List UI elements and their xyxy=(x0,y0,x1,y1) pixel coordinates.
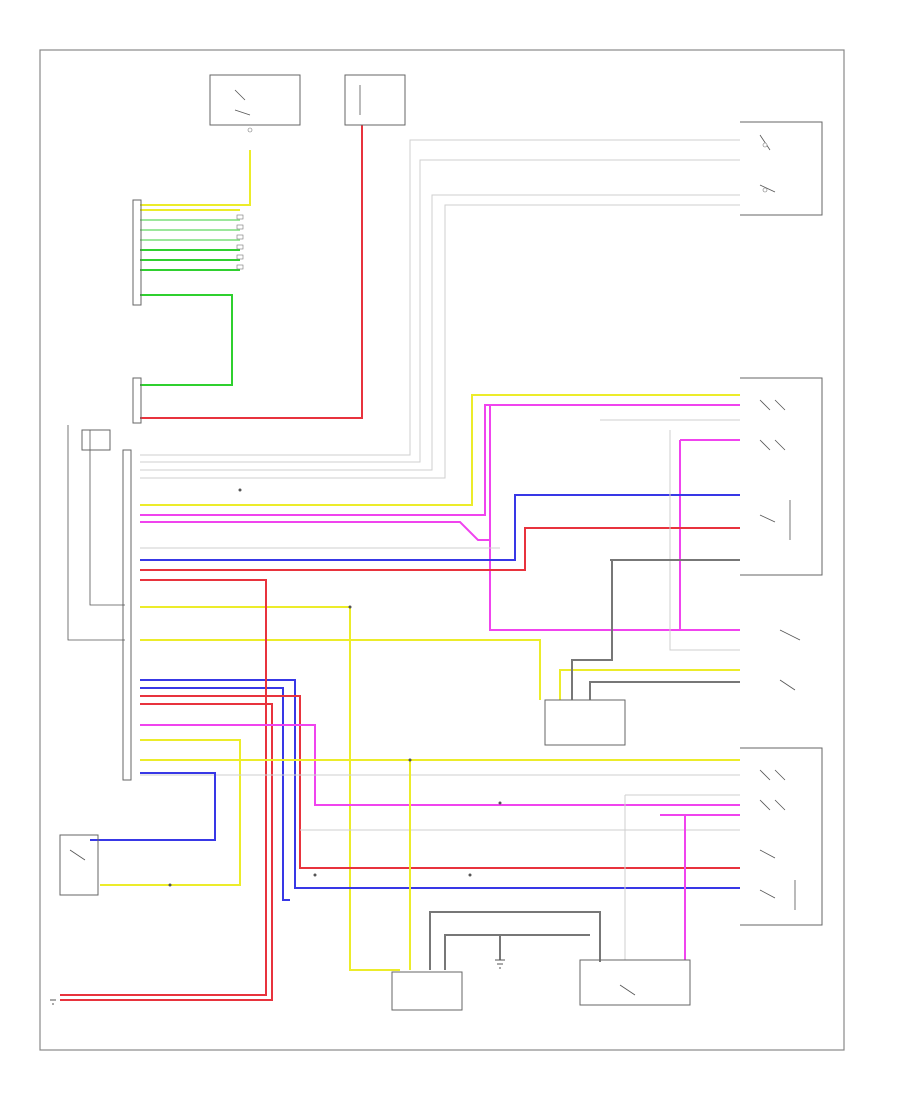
right-rear-window-switch xyxy=(579,959,691,1006)
wire-yellow-lw xyxy=(140,394,740,506)
wire-blue-rr2 xyxy=(140,687,290,901)
left-window-switch xyxy=(740,377,823,576)
wire-gray-1 xyxy=(140,139,740,456)
wire-darkgray-bottom xyxy=(429,911,601,970)
wire-gray-4 xyxy=(140,204,740,479)
diagram-border xyxy=(39,49,845,1051)
ground-point xyxy=(495,959,505,969)
wire-magenta-rr xyxy=(140,724,740,806)
central-module xyxy=(122,199,142,781)
wire-darkgray-bottom2 xyxy=(444,934,590,970)
wire-red-main xyxy=(140,125,363,419)
splice-points xyxy=(168,488,502,887)
wire-magenta-lw xyxy=(140,404,740,516)
wire-gray-2 xyxy=(140,159,740,463)
wire-magenta-lw2 xyxy=(485,404,740,631)
wire-yellow-rr2 xyxy=(100,739,241,886)
wire-red-rr xyxy=(140,695,740,869)
wire-darkgray-3 xyxy=(589,681,740,700)
wire-yellow-lr3 xyxy=(559,669,740,700)
wire-magenta-main xyxy=(140,521,490,541)
wire-blue-bottom xyxy=(90,772,216,841)
wire-yellow-lr2 xyxy=(140,639,541,700)
fuse-box-left xyxy=(209,74,301,133)
wire-blue-lw xyxy=(140,494,740,561)
wire-yellow-top xyxy=(140,150,251,206)
left-relay xyxy=(67,425,125,641)
wire-red-rr2 xyxy=(60,703,273,1001)
left-rear-window-motor xyxy=(544,629,801,746)
wire-yellow-lr1 xyxy=(140,606,400,971)
connector-pins xyxy=(236,214,244,270)
wires xyxy=(60,125,740,1001)
tailgate-switch xyxy=(740,121,823,216)
ground-symbols xyxy=(50,999,56,1005)
lower-left-switch xyxy=(59,834,99,896)
wire-gray-lw2 xyxy=(669,430,740,651)
wire-red-lw xyxy=(140,527,740,571)
fuse-box-right xyxy=(344,74,406,126)
wire-blue-rr xyxy=(140,679,740,889)
wire-green-loop xyxy=(140,294,233,386)
wire-red-rr3 xyxy=(60,579,267,996)
right-window-switch xyxy=(740,747,823,926)
right-rear-window-motor xyxy=(391,971,463,1011)
wire-darkgray-2 xyxy=(571,560,613,700)
wire-gray-3 xyxy=(140,194,740,471)
